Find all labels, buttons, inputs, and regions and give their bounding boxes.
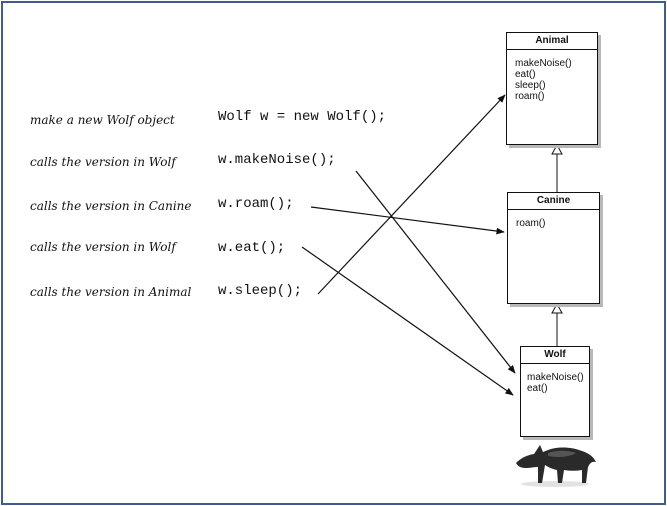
method-item: sleep() <box>515 80 546 91</box>
arrow-roam-to-canine <box>310 206 505 235</box>
inheritance-triangle-icon <box>551 143 563 155</box>
method-item: roam() <box>515 91 545 102</box>
class-animal-name: Animal <box>507 33 597 50</box>
class-wolf-methods: makeNoise() eat() <box>521 364 589 394</box>
arrow-makenoise-to-wolf <box>355 170 516 374</box>
note-new-wolf: make a new Wolf object <box>30 113 175 127</box>
class-wolf: Wolf makeNoise() eat() <box>520 346 590 437</box>
inheritance-triangle-icon <box>551 302 563 314</box>
code-sleep: w.sleep(); <box>218 283 303 299</box>
arrow-sleep-to-animal <box>317 94 506 295</box>
method-item: eat() <box>527 383 548 394</box>
code-new-wolf: Wolf w = new Wolf(); <box>218 109 387 125</box>
code-eat: w.eat(); <box>218 240 286 256</box>
class-wolf-name: Wolf <box>521 347 589 364</box>
class-animal: Animal makeNoise() eat() sleep() roam() <box>506 32 598 145</box>
method-item: makeNoise() <box>527 372 584 383</box>
arrow-eat-to-wolf <box>301 246 514 396</box>
wolf-illustration-icon <box>516 445 596 487</box>
note-sleep: calls the version in Animal <box>30 285 192 299</box>
class-animal-methods: makeNoise() eat() sleep() roam() <box>507 50 597 102</box>
note-eat: calls the version in Wolf <box>30 240 176 254</box>
class-canine-name: Canine <box>508 193 599 210</box>
code-makenoise: w.makeNoise(); <box>218 152 336 168</box>
class-canine-methods: roam() <box>508 210 599 229</box>
class-canine: Canine roam() <box>507 192 600 304</box>
method-item: makeNoise() <box>515 58 572 69</box>
note-makenoise: calls the version in Wolf <box>30 155 176 169</box>
method-item: eat() <box>515 69 536 80</box>
code-roam: w.roam(); <box>218 196 294 212</box>
note-roam: calls the version in Canine <box>30 199 192 213</box>
method-item: roam() <box>516 218 546 229</box>
